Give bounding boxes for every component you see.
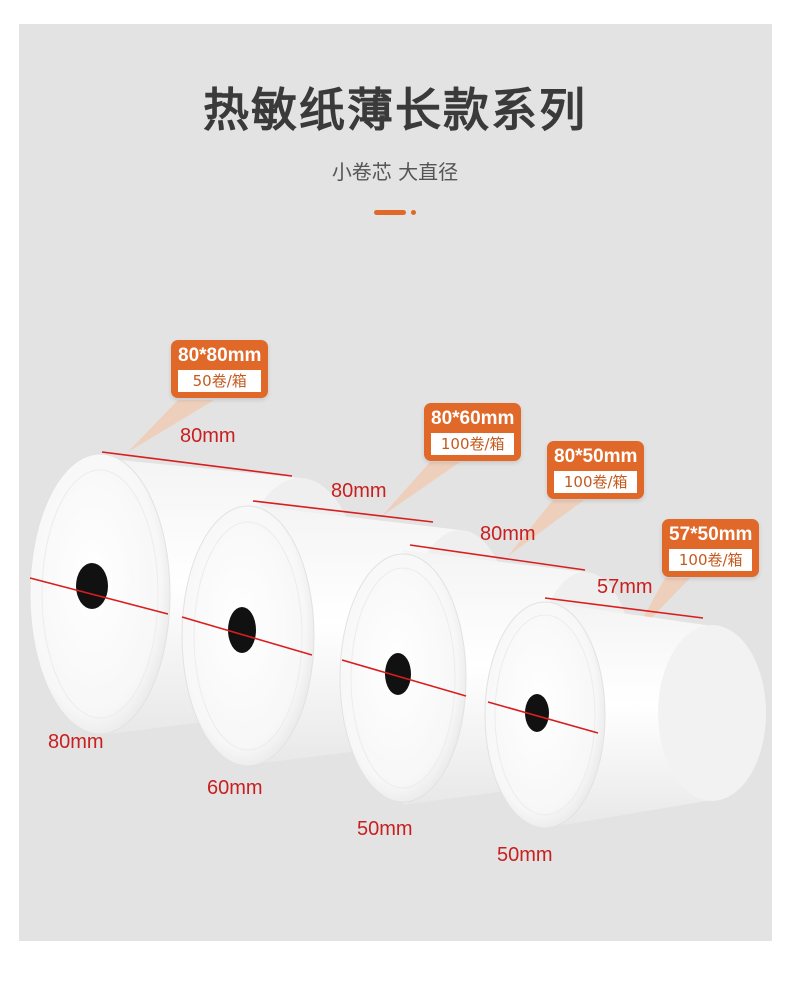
- length-label-3: 80mm: [480, 523, 536, 545]
- badge-quantity: 50卷/箱: [178, 370, 262, 392]
- diameter-line-4: [487, 701, 599, 734]
- length-label-1: 80mm: [180, 425, 236, 447]
- dimension-lines: [29, 451, 704, 734]
- diameter-label-2: 60mm: [207, 777, 263, 799]
- title-accent-dash: [374, 210, 406, 215]
- length-label-2: 80mm: [331, 480, 387, 502]
- length-label-4: 57mm: [597, 576, 653, 598]
- badge-size: 80*50mm: [554, 446, 638, 467]
- badge-quantity: 100卷/箱: [554, 471, 638, 493]
- diameter-line-3: [341, 659, 467, 697]
- product-badge-57x50: 57*50mm 100卷/箱: [662, 519, 760, 577]
- length-line-1: [101, 451, 293, 477]
- product-badge-80x60: 80*60mm 100卷/箱: [424, 403, 522, 461]
- badge-leader-2: [382, 462, 460, 516]
- length-line-2: [252, 500, 434, 523]
- page-subtitle: 小卷芯 大直径: [331, 160, 459, 184]
- product-badge-80x50: 80*50mm 100卷/箱: [547, 441, 645, 499]
- product-badge-80x80: 80*80mm 50卷/箱: [171, 340, 269, 398]
- length-line-3: [409, 544, 586, 571]
- badge-leader-3: [508, 500, 584, 556]
- badge-size: 80*60mm: [431, 408, 515, 429]
- diameter-label-3: 50mm: [357, 818, 413, 840]
- badge-size: 57*50mm: [669, 524, 753, 545]
- badge-quantity: 100卷/箱: [431, 433, 515, 455]
- badge-leader-1: [128, 400, 214, 452]
- paper-roll-57x50: [484, 601, 766, 829]
- diameter-line-2: [181, 616, 313, 656]
- page-title: 热敏纸薄长款系列: [203, 83, 587, 137]
- length-line-4: [544, 597, 704, 619]
- badge-quantity: 100卷/箱: [669, 549, 753, 571]
- diameter-label-1: 80mm: [48, 731, 104, 753]
- diameter-label-4: 50mm: [497, 844, 553, 866]
- badge-size: 80*80mm: [178, 345, 262, 366]
- title-accent-dot: [411, 210, 416, 215]
- diameter-line-1: [29, 577, 169, 615]
